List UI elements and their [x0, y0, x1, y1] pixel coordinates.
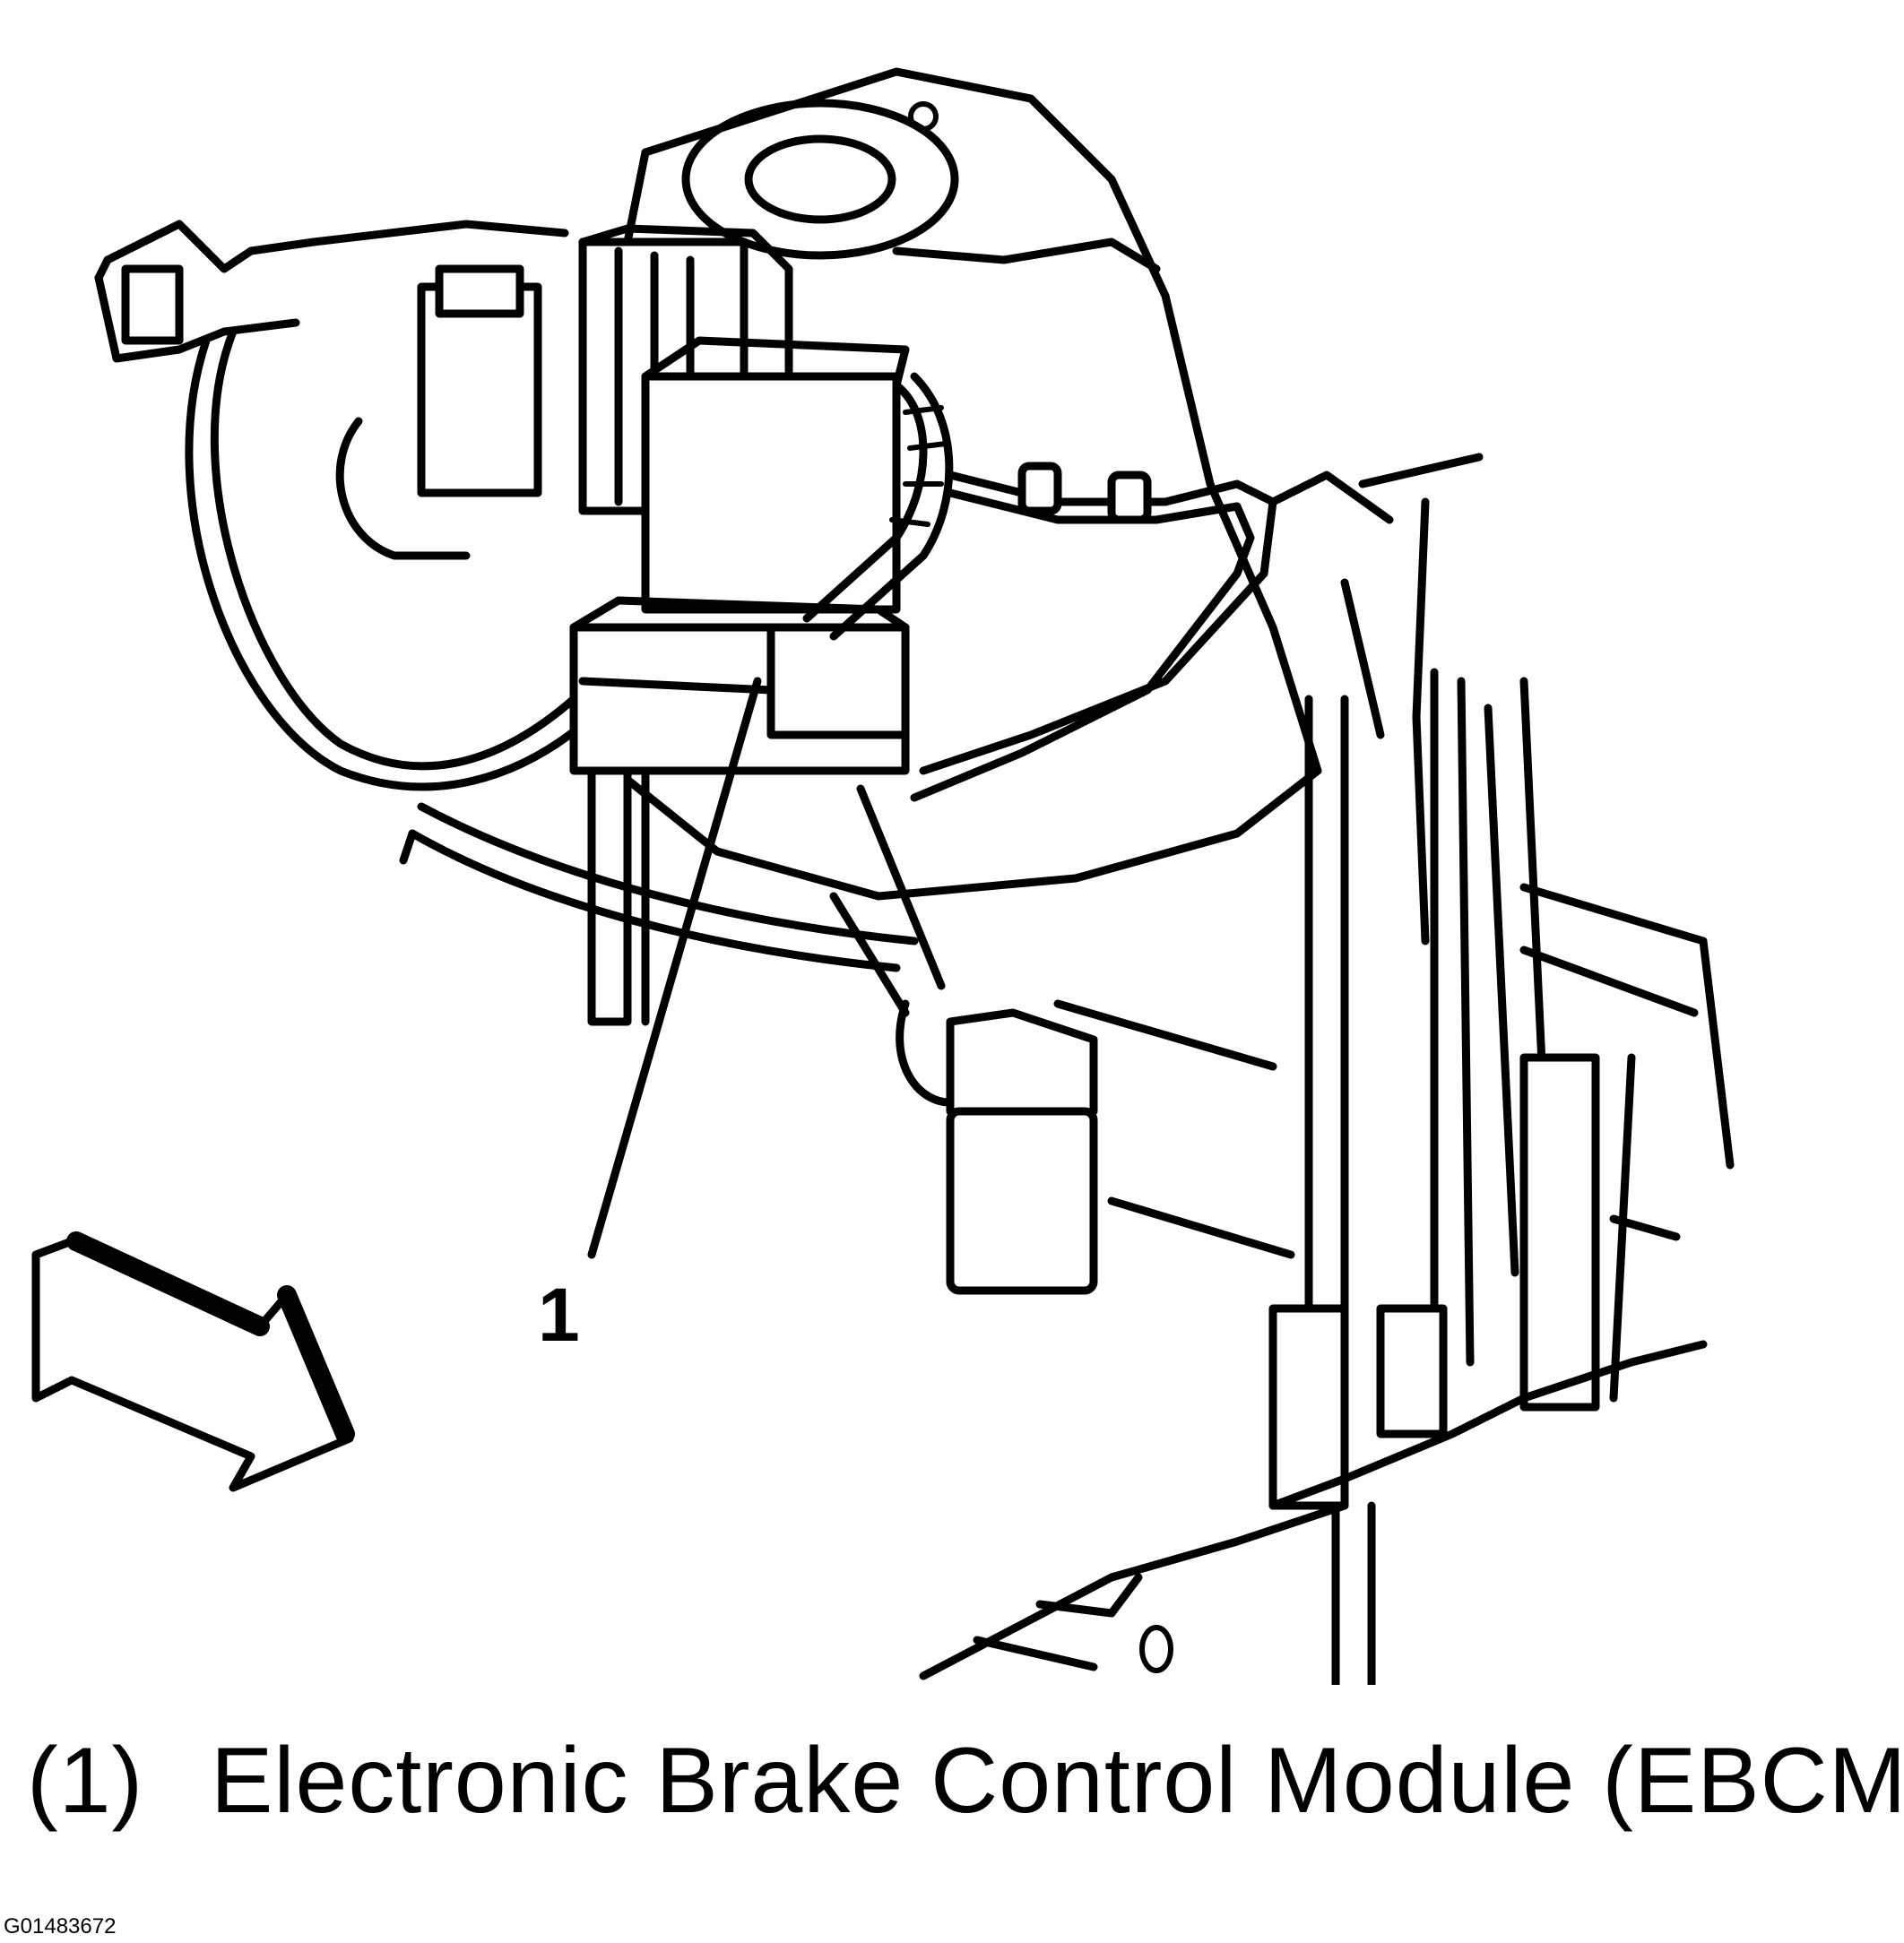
- brake-booster-housing: [614, 67, 1322, 901]
- ebcm-location-diagram: [31, 67, 1735, 1685]
- vehicle-frame-rails: [919, 668, 1735, 1685]
- brake-lines: [399, 453, 1484, 972]
- ebcm-module: [569, 596, 910, 1026]
- front-direction-arrow-body: [31, 1237, 354, 1492]
- legend-row: (1)Electronic Brake Control Module (EBCM…: [27, 1734, 1904, 1827]
- legend-number: (1): [27, 1729, 144, 1833]
- callout-number-1: 1: [538, 1273, 580, 1357]
- hex-fitting: [829, 784, 1098, 1295]
- wiring-harness: [802, 372, 954, 641]
- legend-label: Electronic Brake Control Module (EBCM): [211, 1729, 1904, 1833]
- front-direction-arrow-shade: [66, 1231, 355, 1444]
- figure-id: G01483672: [4, 1914, 117, 1939]
- brake-pressure-modulator: [335, 224, 910, 614]
- callout-leader-line: [587, 677, 762, 1259]
- mounting-bracket-left: [94, 220, 596, 791]
